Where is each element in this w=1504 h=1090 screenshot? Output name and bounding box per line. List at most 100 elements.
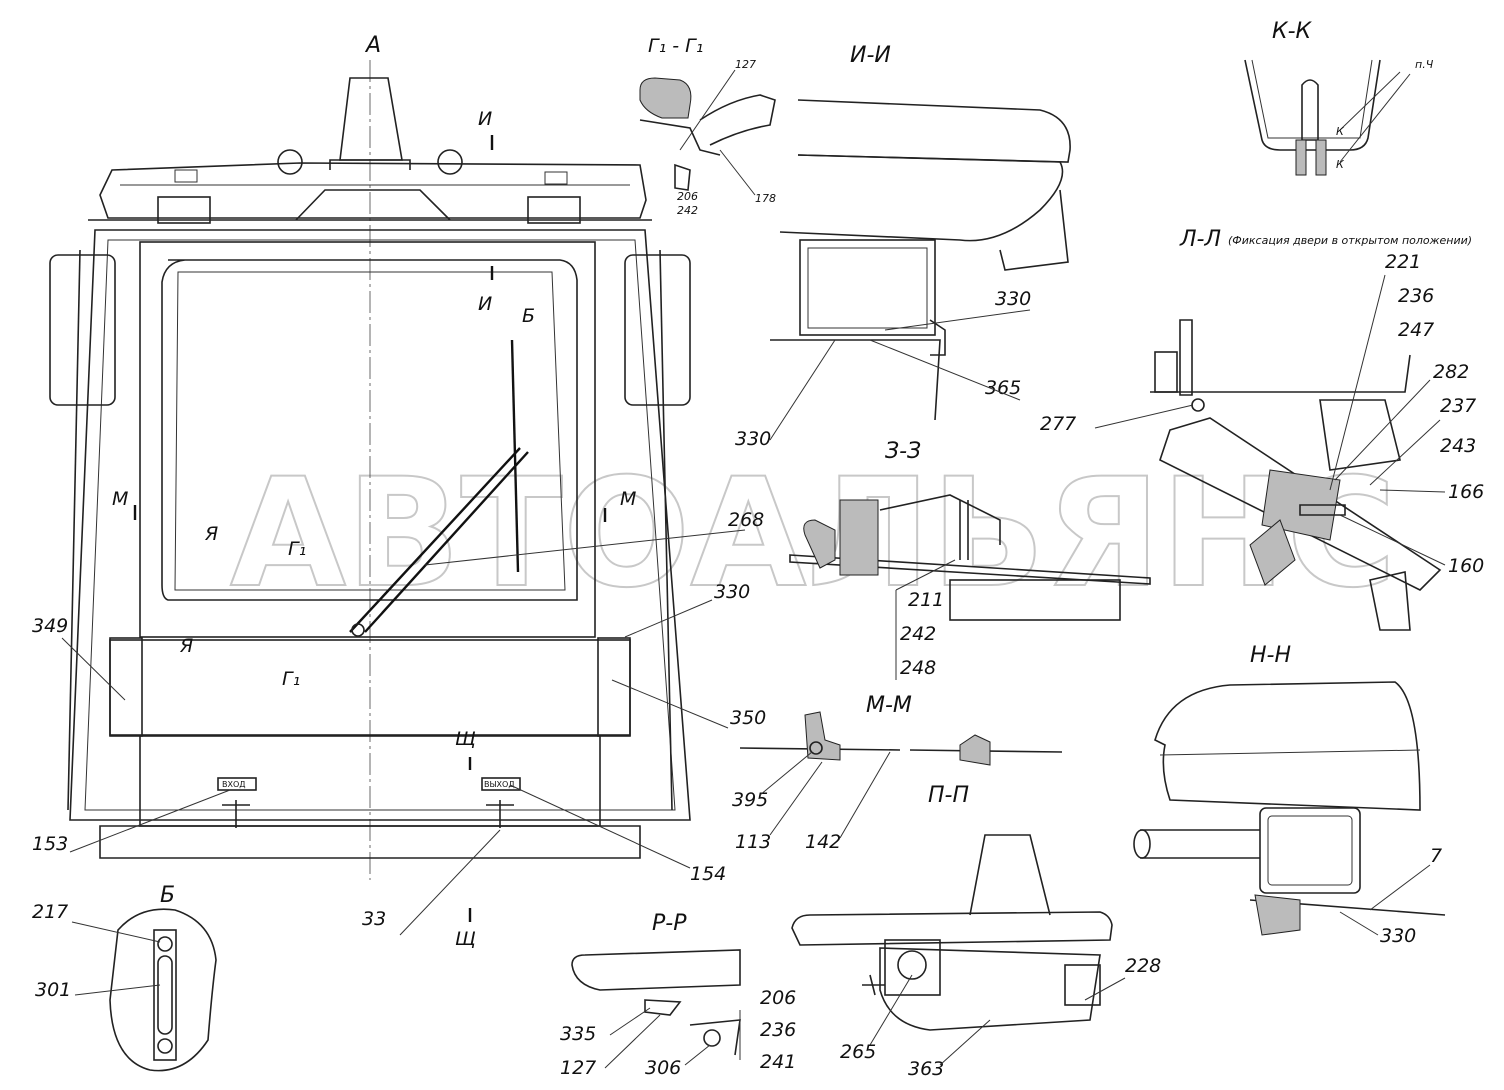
leader-277 bbox=[1094, 404, 1194, 429]
view-g1-g1: Г₁ - Г₁ 127 178 206 242 bbox=[639, 35, 776, 217]
rr-knob bbox=[703, 1029, 721, 1047]
b-grip bbox=[157, 955, 173, 1035]
pp-beacon bbox=[969, 834, 1051, 916]
view-label-b: Б bbox=[160, 883, 175, 908]
leader-33 bbox=[399, 829, 501, 936]
floor-sill bbox=[99, 825, 641, 859]
mark-g1-bottom: Г₁ bbox=[282, 668, 300, 690]
leader-365 bbox=[869, 339, 1021, 401]
ll-roof-edge bbox=[1150, 354, 1411, 393]
handrail-right bbox=[624, 254, 691, 406]
mark-g1-top: Г₁ bbox=[288, 538, 306, 560]
mm-seal-right bbox=[959, 734, 991, 766]
ll-latch bbox=[1369, 571, 1411, 631]
leader-211 bbox=[895, 559, 956, 591]
callout-160: 160 bbox=[1448, 555, 1484, 577]
view-z-z: З-З 211 242 248 bbox=[789, 439, 1151, 680]
nn-rod bbox=[1140, 829, 1260, 859]
main-callouts: 268 330 349 350 153 154 33 bbox=[32, 509, 766, 936]
callout-242b: 242 bbox=[900, 623, 936, 645]
ll-bolt bbox=[1299, 504, 1346, 516]
beacon-base bbox=[329, 159, 411, 170]
leader-228 bbox=[1084, 977, 1126, 1001]
callout-282: 282 bbox=[1433, 361, 1469, 383]
leader-127 bbox=[679, 69, 736, 151]
callout-395: 395 bbox=[732, 789, 768, 811]
leader-330b bbox=[769, 339, 836, 441]
view-l-l: Л-Л (Фиксация двери в открытом положении… bbox=[1040, 227, 1484, 631]
leader-pch-2 bbox=[1339, 73, 1411, 163]
roof-cap-left bbox=[174, 169, 198, 183]
callout-243: 243 bbox=[1440, 435, 1476, 457]
cab-outer-frame bbox=[69, 229, 691, 821]
mark-b: Б bbox=[522, 305, 535, 327]
leader-330a bbox=[884, 309, 1031, 331]
b-hole-bottom bbox=[157, 1038, 173, 1054]
kk-cup-outer bbox=[1244, 59, 1381, 151]
mark-i-top: И bbox=[478, 108, 492, 130]
mark-m-left: М bbox=[112, 488, 128, 510]
callout-265: 265 bbox=[840, 1041, 876, 1063]
callout-33: 33 bbox=[362, 908, 386, 930]
leader-127b bbox=[604, 1014, 661, 1069]
kk-pin bbox=[1301, 79, 1319, 141]
callout-330a: 330 bbox=[995, 288, 1031, 310]
cab-inner-frame bbox=[84, 239, 676, 811]
view-label-z-z: З-З bbox=[885, 439, 921, 464]
mark-pch: п.Ч bbox=[1415, 58, 1434, 71]
callout-277: 277 bbox=[1040, 413, 1076, 435]
g1-fastener bbox=[674, 163, 691, 191]
callout-178: 178 bbox=[755, 192, 776, 205]
pp-housing bbox=[879, 947, 1101, 1031]
wiper-pivot bbox=[351, 623, 365, 637]
callout-211: 211 bbox=[908, 589, 944, 611]
nn-tube-inner bbox=[1267, 815, 1353, 886]
kk-cup-inner bbox=[1251, 59, 1373, 139]
wiper-blade bbox=[510, 339, 520, 573]
roof-lamp-right bbox=[527, 196, 581, 224]
ii-visor bbox=[999, 189, 1069, 271]
callout-7: 7 bbox=[1430, 845, 1442, 867]
leader-217 bbox=[71, 921, 161, 943]
kk-sleeve-left bbox=[1295, 139, 1307, 176]
pp-tube bbox=[1064, 964, 1101, 1006]
view-p-p: П-П 228 265 363 bbox=[791, 783, 1161, 1080]
nn-roof bbox=[1154, 681, 1421, 811]
leader-335 bbox=[609, 1007, 651, 1036]
handle-right bbox=[486, 800, 514, 828]
zz-bolt bbox=[959, 500, 969, 560]
lifting-eye-left bbox=[277, 149, 303, 175]
pp-motor bbox=[897, 950, 927, 980]
leader-306 bbox=[684, 1044, 711, 1066]
leader-350 bbox=[611, 679, 729, 729]
leader-pch-1 bbox=[1339, 71, 1401, 131]
rr-latch bbox=[644, 999, 682, 1016]
mm-tube-left bbox=[809, 741, 823, 755]
leader-395 bbox=[759, 751, 813, 796]
callout-217: 217 bbox=[32, 901, 68, 923]
callout-142: 142 bbox=[805, 831, 841, 853]
g1-seal bbox=[639, 77, 692, 119]
roof-center-housing bbox=[295, 189, 451, 221]
leader-221 bbox=[1329, 274, 1386, 491]
nn-seal bbox=[1254, 894, 1301, 936]
nn-rod-end bbox=[1133, 829, 1151, 859]
roof-outline bbox=[99, 162, 647, 219]
ll-bracket bbox=[1154, 351, 1178, 393]
callout-330b: 330 bbox=[735, 428, 771, 450]
lifting-eye-right bbox=[437, 149, 463, 175]
wiper-arm-2 bbox=[364, 451, 529, 633]
rr-rod bbox=[689, 1019, 741, 1056]
mark-shch-bottom: Щ bbox=[455, 928, 476, 950]
callout-363: 363 bbox=[908, 1058, 944, 1080]
ll-knob bbox=[1249, 519, 1296, 586]
leader-7 bbox=[1369, 864, 1431, 911]
ii-clip bbox=[929, 319, 946, 356]
callout-206a: 206 bbox=[677, 190, 698, 203]
mark-m-right: М bbox=[620, 488, 636, 510]
view-n-n: Н-Н 7 330 bbox=[1133, 643, 1446, 947]
leader-268 bbox=[424, 529, 746, 566]
kk-sleeve-right bbox=[1315, 139, 1327, 176]
zz-seal bbox=[803, 519, 836, 569]
roof-lamp-left bbox=[157, 196, 211, 224]
